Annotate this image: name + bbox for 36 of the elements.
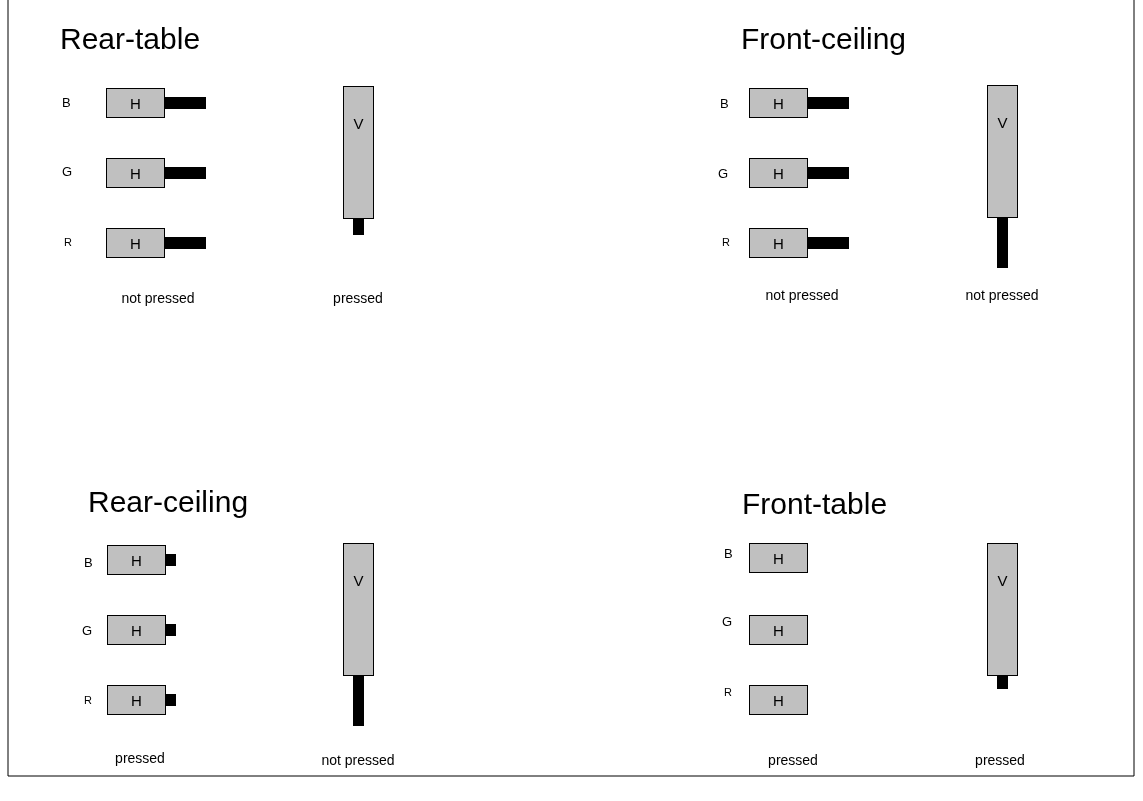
row-letter: B xyxy=(84,555,93,570)
row-letter: R xyxy=(64,236,72,248)
horizontal-sensor-box: H xyxy=(749,685,808,715)
row-letter: G xyxy=(82,623,93,638)
horizontal-sensor-box: H xyxy=(749,158,808,188)
horizontal-sensor-box: H xyxy=(749,228,808,258)
state-label: not pressed xyxy=(321,752,395,768)
row-letter: B xyxy=(724,546,733,561)
horizontal-sensor-box: H xyxy=(749,543,808,573)
row-letter: R xyxy=(722,236,730,248)
panel-title: Rear-ceiling xyxy=(88,485,249,519)
horizontal-sensor-box: H xyxy=(107,615,166,645)
horizontal-sensor-box: H xyxy=(106,158,165,188)
horizontal-sensor-box: H xyxy=(107,685,166,715)
horizontal-sensor-box: H xyxy=(106,88,165,118)
horizontal-sensor-box: H xyxy=(106,228,165,258)
row-letter: B xyxy=(62,95,71,110)
state-label: pressed xyxy=(975,752,1025,768)
vertical-sensor-box: V xyxy=(343,86,374,219)
panel-title: Rear-table xyxy=(60,22,201,56)
vertical-sensor-box: V xyxy=(987,543,1018,676)
row-letter: G xyxy=(62,164,73,179)
row-letter: R xyxy=(84,694,92,706)
row-letter: G xyxy=(722,614,733,629)
vertical-sensor-box: V xyxy=(343,543,374,676)
panel-title: Front-table xyxy=(742,487,888,521)
horizontal-sensor-box: H xyxy=(107,545,166,575)
row-letter: G xyxy=(718,166,729,181)
state-label: not pressed xyxy=(965,287,1039,303)
row-letter: R xyxy=(724,686,732,698)
vertical-sensor-box: V xyxy=(987,85,1018,218)
horizontal-sensor-box: H xyxy=(749,615,808,645)
state-label: pressed xyxy=(333,290,383,306)
panel-title: Front-ceiling xyxy=(741,22,907,56)
row-letter: B xyxy=(720,96,729,111)
horizontal-sensor-box: H xyxy=(749,88,808,118)
